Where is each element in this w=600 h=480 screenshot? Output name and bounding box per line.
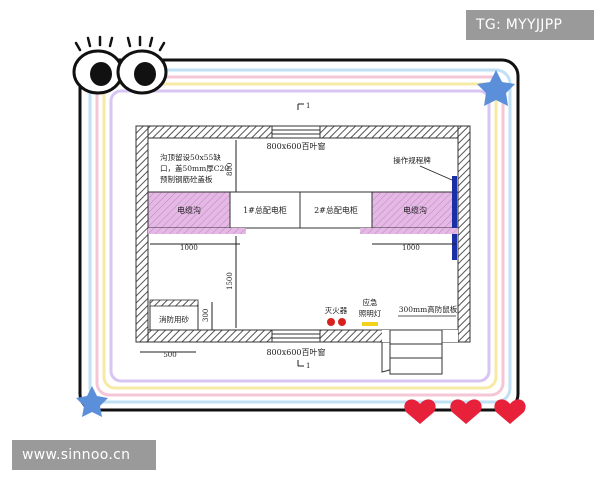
dimension-800: 800: [226, 140, 237, 192]
dimension-1000-right: 1000: [372, 243, 456, 252]
window-top: [271, 125, 321, 139]
emergency-light-label-1: 应急: [363, 297, 378, 307]
dimension-300: 300: [202, 302, 213, 330]
section-mark-top: 1: [297, 102, 310, 110]
cable-trench-left-label: 电缆沟: [177, 205, 201, 215]
ops-sign-bar: [419, 165, 457, 260]
dimension-500: 500: [140, 351, 196, 359]
cable-trench-band: [147, 191, 459, 229]
emergency-light-label-2: 照明灯: [359, 308, 382, 318]
rat-board-label: 300mm高防鼠板: [399, 304, 458, 314]
cabinet-2-label: 2#总配电柜: [314, 205, 358, 215]
svg-text:预制钢筋砼盖板: 预制钢筋砼盖板: [160, 174, 213, 184]
ops-sign-label: 操作规程牌: [393, 155, 431, 165]
cable-trench-right-label: 电缆沟: [403, 205, 427, 215]
decorative-frame: [78, 58, 520, 412]
entrance-door: [381, 329, 458, 375]
svg-text:500: 500: [163, 351, 176, 359]
emergency-light-icon: [362, 322, 378, 326]
section-mark-bottom: 1: [297, 360, 310, 370]
svg-text:1: 1: [306, 102, 310, 110]
trench-cover-note: 沟顶留设50x55缺 口，盖50mm厚C20 预制钢筋砼盖板: [160, 152, 229, 184]
star-icon: [76, 386, 108, 417]
fire-sand-label: 消防用砂: [159, 314, 189, 324]
trench-edge-right: [360, 228, 458, 234]
trench-edge-left: [148, 228, 246, 234]
fire-extinguisher-icon: [327, 318, 346, 326]
cabinet-1-label: 1#总配电柜: [243, 205, 287, 215]
hearts-icon: [404, 399, 526, 424]
svg-text:1000: 1000: [402, 244, 420, 252]
star-icon: [477, 70, 515, 106]
svg-text:1500: 1500: [226, 272, 234, 290]
dimension-1500: 1500: [226, 236, 237, 328]
svg-text:口，盖50mm厚C20: 口，盖50mm厚C20: [160, 163, 229, 173]
tg-watermark: TG: MYYJJPP: [466, 10, 594, 40]
dimension-1000-left: 1000: [150, 243, 240, 252]
svg-text:1: 1: [306, 362, 310, 370]
window-bottom-label: 800x600百叶窗: [266, 347, 325, 357]
svg-text:1000: 1000: [180, 244, 198, 252]
svg-text:沟顶留设50x55缺: 沟顶留设50x55缺: [160, 152, 221, 162]
site-watermark: www.sinnoo.cn: [12, 440, 156, 470]
window-bottom: [271, 329, 321, 343]
svg-text:800: 800: [226, 163, 234, 176]
svg-text:300: 300: [202, 309, 210, 322]
fire-sand-box: [149, 299, 199, 331]
window-top-label: 800x600百叶窗: [266, 141, 325, 151]
extinguisher-label: 灭火器: [325, 306, 348, 315]
cartoon-eyes-icon: [72, 35, 168, 95]
